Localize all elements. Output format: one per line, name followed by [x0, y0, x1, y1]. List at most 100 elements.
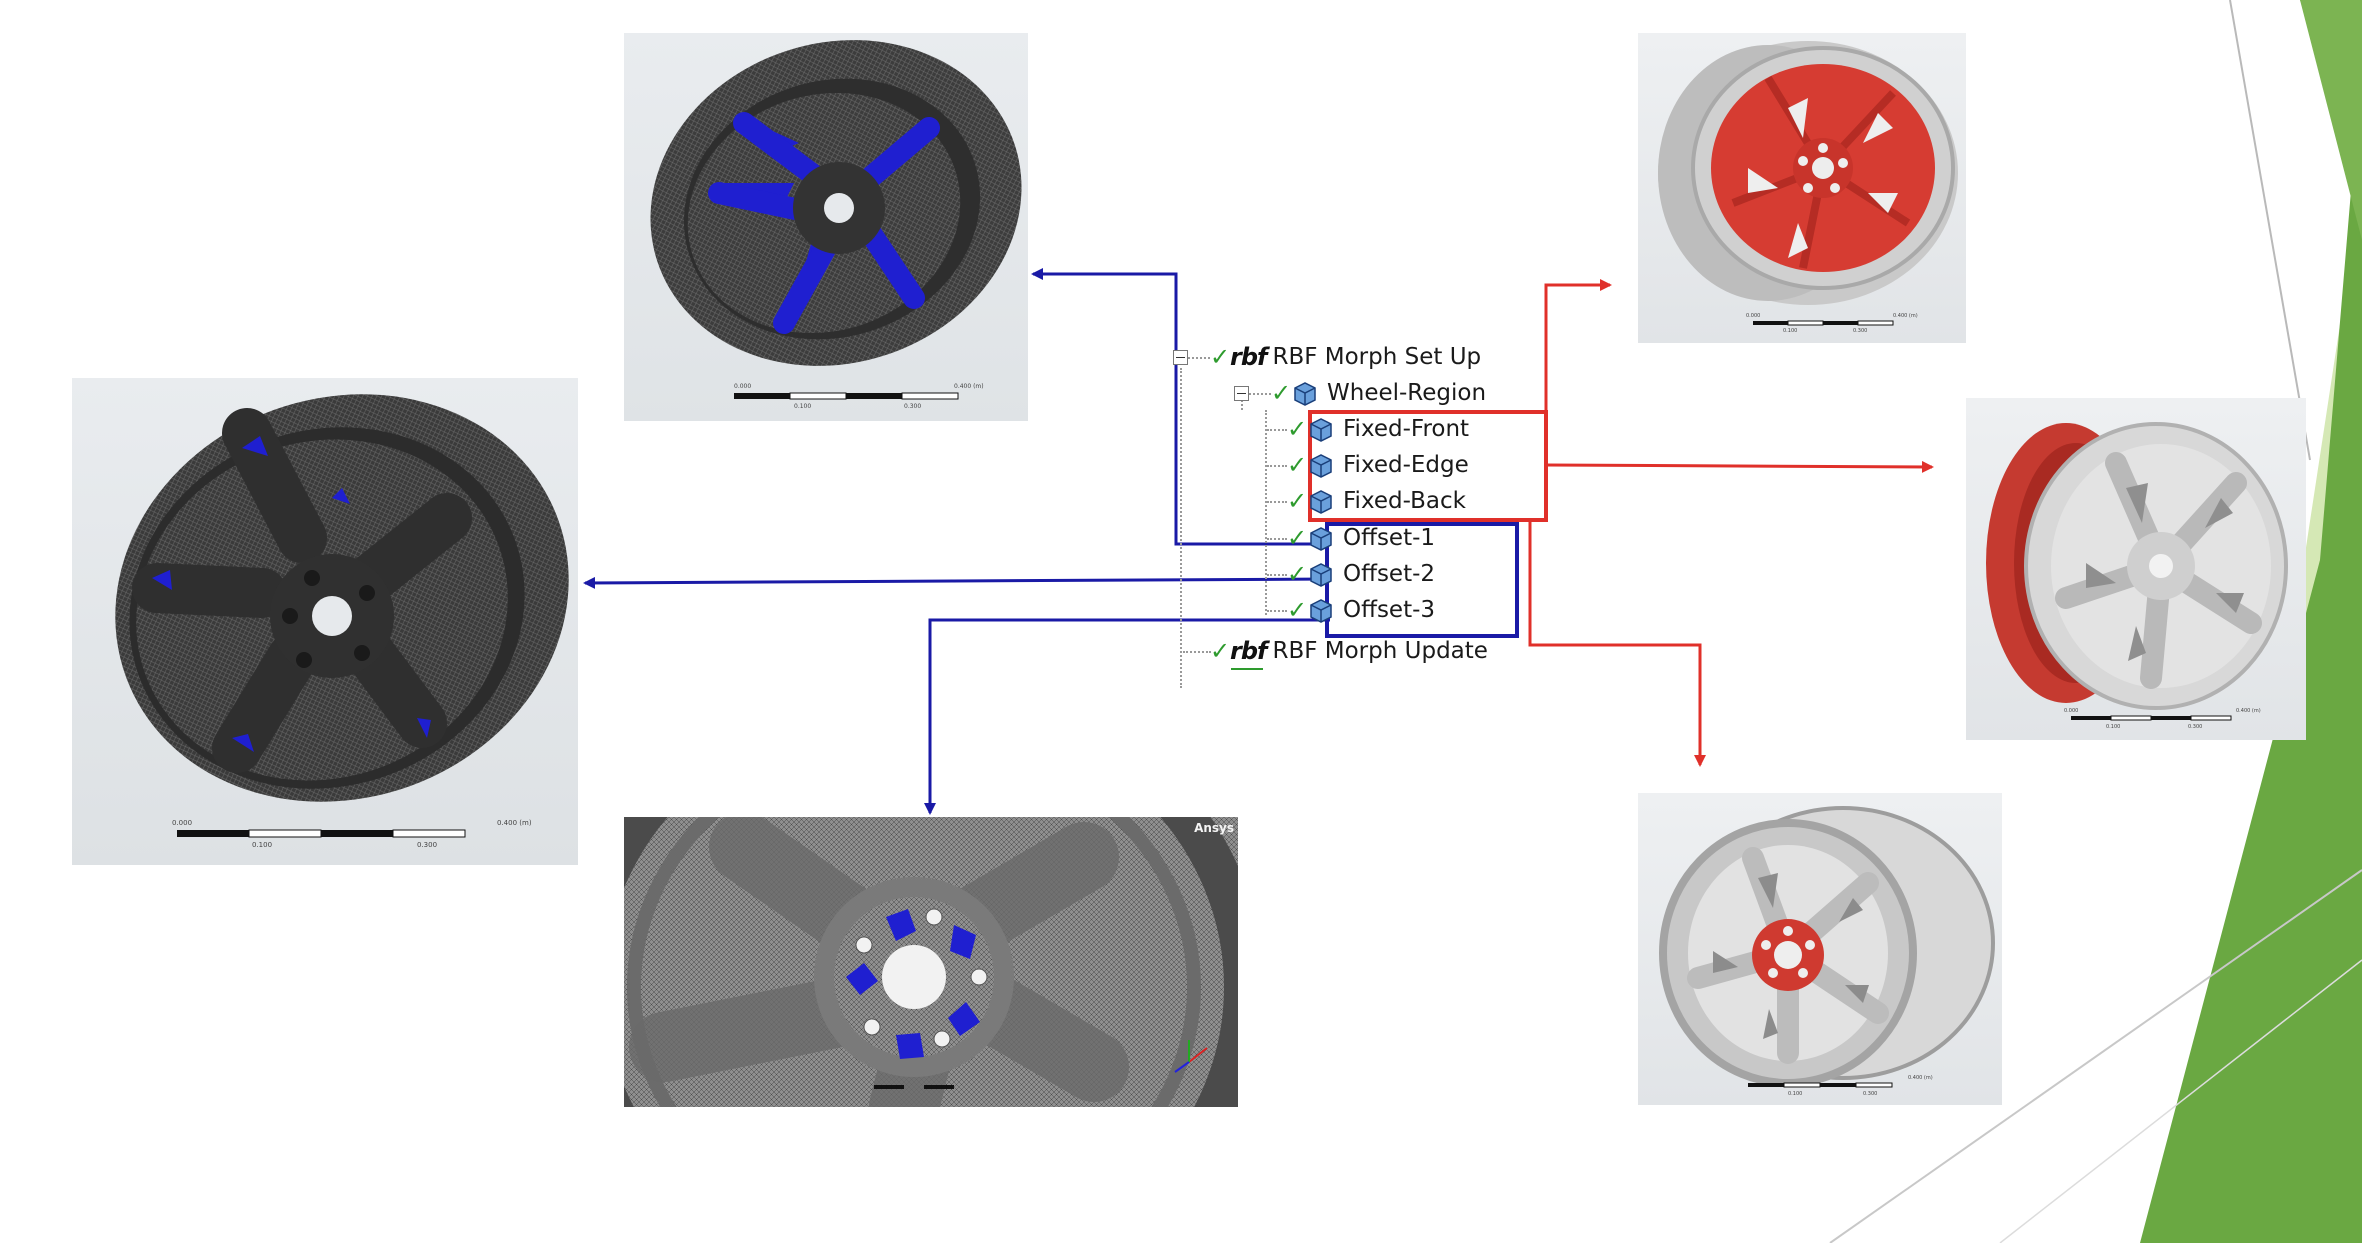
tree-guide — [1241, 392, 1243, 410]
tree-node-offset-3[interactable]: ✓ Offset-3 — [1287, 593, 1435, 627]
scale-label-mid-a: 0.100 — [1788, 1091, 1803, 1097]
check-icon: ✓ — [1287, 415, 1308, 443]
tree-node-setup[interactable]: ✓ rbf RBF Morph Set Up — [1210, 340, 1481, 374]
scale-label-mid-b: 0.300 — [904, 403, 922, 410]
check-icon: ✓ — [1210, 343, 1231, 371]
check-icon: ✓ — [1210, 637, 1231, 665]
check-icon: ✓ — [1287, 487, 1308, 515]
arrow-fixed-front — [1544, 279, 1612, 412]
wheel-render-image — [1658, 41, 1958, 326]
scale-label-mid-b: 0.300 — [1863, 1091, 1878, 1097]
tree-node-label: Fixed-Front — [1343, 416, 1470, 442]
scale-label-left: 0.000 — [734, 383, 752, 390]
cube-icon — [1310, 527, 1332, 551]
check-icon: ✓ — [1287, 524, 1308, 552]
scale-bar — [177, 829, 466, 838]
cube-icon — [1310, 418, 1332, 442]
scale-bar — [1753, 320, 1894, 326]
fixed-front-render-panel: 0.000 0.400 (m) 0.100 0.300 — [1638, 33, 1966, 343]
collapse-toggle-region[interactable] — [1234, 386, 1249, 401]
deco-line-3 — [1999, 959, 2362, 1243]
arrow-fixed-edge — [1545, 460, 1934, 473]
tree-node-label: RBF Morph Update — [1272, 638, 1488, 664]
wheel-mesh-closeup-image — [624, 817, 1238, 1107]
update-underline — [1231, 668, 1263, 670]
wheel-mesh-image — [650, 40, 1022, 400]
tree-guide — [1267, 429, 1287, 431]
tree-node-label: Fixed-Edge — [1343, 452, 1469, 478]
rbf-morph-tree: ✓ rbf RBF Morph Set Up ✓ Wheel-Region ✓ F… — [1165, 340, 1545, 688]
offset-3-mesh-panel: Ansys — [624, 817, 1238, 1107]
tree-guide — [1267, 465, 1287, 467]
axis-triad-icon — [1174, 1040, 1208, 1073]
fixed-back-render-panel: 0.400 (m) 0.100 0.300 — [1638, 793, 2002, 1105]
collapse-toggle-setup[interactable] — [1173, 350, 1188, 365]
deco-line-2 — [1829, 869, 2362, 1243]
tree-node-wheel-region[interactable]: ✓ Wheel-Region — [1271, 376, 1486, 410]
cube-icon — [1294, 382, 1316, 406]
fixed-group-box — [1308, 410, 1548, 522]
tree-guide — [1265, 410, 1267, 615]
tree-node-label: Offset-2 — [1343, 561, 1436, 587]
tree-node-fixed-back[interactable]: ✓ Fixed-Back — [1287, 484, 1466, 518]
cube-icon — [1310, 599, 1332, 623]
offset-1-mesh-panel: 0.000 0.400 (m) 0.100 0.300 — [624, 33, 1028, 421]
tree-guide — [1249, 393, 1271, 395]
scale-label-right: 0.400 (m) — [497, 819, 532, 827]
scale-label-mid-a: 0.100 — [252, 841, 273, 849]
scale-label-left: 0.000 — [2064, 708, 2079, 714]
tree-node-label: Offset-1 — [1343, 525, 1436, 551]
wheel-render-image — [1986, 422, 2288, 721]
cube-icon — [1310, 490, 1332, 514]
tree-guide — [1267, 501, 1287, 503]
scale-label-right: 0.400 (m) — [1893, 313, 1918, 319]
scale-label-right: 0.400 (m) — [2236, 708, 2261, 714]
tree-node-fixed-edge[interactable]: ✓ Fixed-Edge — [1287, 448, 1469, 482]
green-band-mid — [2300, 0, 2362, 240]
scale-label-mid-b: 0.300 — [1853, 328, 1868, 334]
tree-guide — [1267, 574, 1287, 576]
tree-guide — [1267, 610, 1287, 612]
cube-icon — [1310, 454, 1332, 478]
scale-label-mid-a: 0.100 — [794, 403, 812, 410]
rbf-icon: rbf — [1230, 637, 1267, 665]
scale-label-right: 0.400 (m) — [1908, 1075, 1933, 1081]
scale-label-right: 0.400 (m) — [954, 383, 984, 390]
tree-node-offset-2[interactable]: ✓ Offset-2 — [1287, 557, 1435, 591]
rbf-icon: rbf — [1230, 343, 1267, 371]
wheel-render-image — [1659, 806, 1995, 1088]
fixed-edge-render-panel: 0.000 0.400 (m) 0.100 0.300 — [1966, 398, 2306, 740]
scale-label-mid-a: 0.100 — [1783, 328, 1798, 334]
tree-node-label: RBF Morph Set Up — [1272, 344, 1482, 370]
arrow-fixed-back — [1528, 520, 1706, 767]
scale-label-mid-a: 0.100 — [2106, 724, 2121, 730]
check-icon: ✓ — [1271, 379, 1292, 407]
tree-node-update[interactable]: ✓ rbf RBF Morph Update — [1210, 634, 1488, 668]
scale-bar — [2071, 715, 2232, 721]
scale-label-left: 0.000 — [172, 819, 193, 827]
tree-guide — [1183, 651, 1211, 653]
tree-node-offset-1[interactable]: ✓ Offset-1 — [1287, 521, 1435, 555]
green-band-main — [2140, 60, 2362, 1243]
scale-bar — [1748, 1082, 1893, 1088]
arrow-offset-1 — [1031, 268, 1330, 546]
scale-bar — [734, 392, 959, 400]
check-icon: ✓ — [1287, 560, 1308, 588]
check-icon: ✓ — [1287, 596, 1308, 624]
tree-guide — [1267, 538, 1287, 540]
scale-label-mid-b: 0.300 — [2188, 724, 2203, 730]
arrow-offset-3 — [924, 618, 1330, 815]
arrow-offset-2 — [583, 576, 1331, 589]
check-icon: ✓ — [1287, 451, 1308, 479]
tree-guide — [1180, 368, 1182, 688]
tree-node-label: Wheel-Region — [1327, 380, 1487, 406]
tree-node-label: Offset-3 — [1343, 597, 1436, 623]
scale-label-mid-b: 0.300 — [417, 841, 438, 849]
cube-icon — [1310, 563, 1332, 587]
deco-line-1 — [2229, 0, 2311, 461]
tree-node-fixed-front[interactable]: ✓ Fixed-Front — [1287, 412, 1469, 446]
wheel-mesh-image — [115, 394, 569, 838]
tree-node-label: Fixed-Back — [1343, 488, 1466, 514]
tree-guide — [1188, 357, 1210, 359]
